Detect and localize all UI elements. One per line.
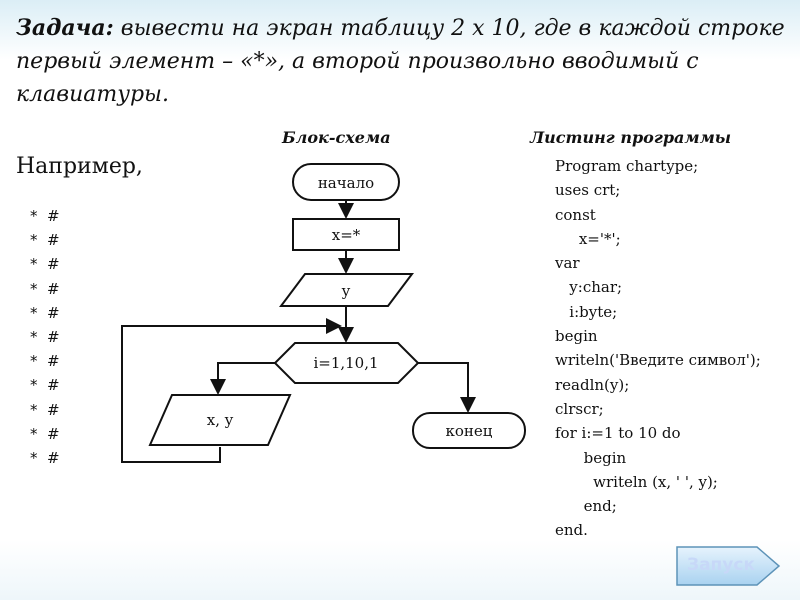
example-row: * # bbox=[30, 255, 60, 274]
code-line: end; bbox=[555, 497, 617, 516]
code-line: writeln (x, ' ', y); bbox=[555, 472, 718, 491]
example-row: * # bbox=[30, 328, 60, 347]
example-row: * # bbox=[30, 303, 60, 322]
example-row: * # bbox=[30, 449, 60, 468]
code-line: clrscr; bbox=[555, 399, 604, 418]
task-text: вывести на экран таблицу 2 x 10, где в к… bbox=[16, 16, 785, 107]
input-block bbox=[279, 273, 414, 307]
output-label: x, y bbox=[207, 411, 234, 429]
code-line: begin bbox=[555, 448, 627, 467]
run-button[interactable]: Запуск bbox=[675, 545, 783, 587]
example-row: * # bbox=[30, 207, 60, 225]
example-row: * # bbox=[30, 231, 60, 250]
program-listing: Program chartype; uses crt; const x='*'; va… bbox=[555, 154, 761, 543]
run-button-label: Запуск bbox=[687, 555, 755, 575]
code-line: uses crt; bbox=[555, 181, 621, 200]
start-terminator bbox=[292, 163, 400, 201]
code-line: y:char; bbox=[555, 278, 623, 297]
example-row: * # bbox=[30, 352, 60, 371]
flowchart-title: Блок-схема bbox=[282, 128, 391, 147]
input-label: y bbox=[341, 282, 351, 300]
example-row: * # bbox=[30, 400, 60, 419]
end-label: конец bbox=[446, 422, 493, 440]
example-row: * # bbox=[30, 424, 60, 443]
example-label: Например, bbox=[16, 154, 143, 179]
start-label: начало bbox=[318, 174, 374, 192]
code-line: x='*'; bbox=[555, 229, 621, 248]
example-output: * # * # * # * # * # * # * # * # * # * # * # bbox=[30, 204, 60, 470]
loop-block bbox=[273, 342, 420, 384]
example-row: * # bbox=[30, 279, 60, 298]
code-line: writeln('Введите символ'); bbox=[555, 351, 761, 370]
code-line: end. bbox=[555, 521, 588, 540]
code-line: for i:=1 to 10 do bbox=[555, 424, 681, 443]
example-row: * # bbox=[30, 376, 60, 395]
code-line: begin bbox=[555, 327, 598, 346]
output-block bbox=[148, 394, 292, 446]
end-terminator bbox=[412, 412, 526, 449]
task-label: Задача: bbox=[16, 15, 114, 41]
code-line: readln(y); bbox=[555, 375, 630, 394]
code-line: const bbox=[555, 205, 596, 224]
code-line: Program chartype; bbox=[555, 157, 699, 175]
code-line: i:byte; bbox=[555, 302, 618, 321]
assign-block bbox=[292, 218, 400, 251]
loop-label: i=1,10,1 bbox=[313, 354, 378, 372]
listing-title: Листинг программы bbox=[530, 128, 732, 147]
code-line: var bbox=[555, 254, 580, 273]
task-statement: Задача: вывести на экран таблицу 2 x 10,… bbox=[16, 12, 796, 111]
assign-label: x=* bbox=[332, 226, 361, 244]
